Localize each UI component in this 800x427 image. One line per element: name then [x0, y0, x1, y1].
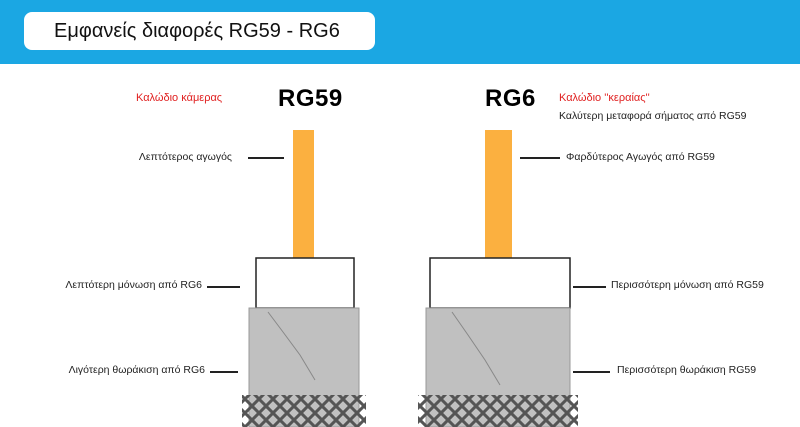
- page-title: Εμφανείς διαφορές RG59 - RG6: [54, 19, 340, 42]
- rg6-type-label: Καλώδιο ''κεραίας'': [559, 92, 650, 104]
- rg6-shield-note: Περισσότερη θωράκιση RG59: [617, 364, 757, 376]
- rg6-shield-leader: [573, 371, 610, 373]
- rg59-insulation: [255, 257, 355, 309]
- rg6-signal-note: Καλύτερη μεταφορά σήματος από RG59: [559, 110, 747, 122]
- rg6-insulation-note: Περισσότερη μόνωση από RG59: [611, 279, 764, 291]
- rg6-crack-line: [451, 311, 501, 386]
- rg59-insulation-leader: [207, 286, 240, 288]
- rg59-shield-note: Λιγότερη θωράκιση από RG6: [68, 364, 205, 376]
- rg59-conductor-note: Λεπτότερος αγωγός: [138, 151, 232, 163]
- rg59-braid: [242, 395, 366, 427]
- rg6-insulation: [429, 257, 571, 309]
- rg59-name: RG59: [278, 85, 343, 112]
- rg6-name: RG6: [485, 85, 536, 112]
- title-box: Εμφανείς διαφορές RG59 - RG6: [24, 12, 375, 50]
- rg59-cable: [242, 130, 366, 427]
- rg59-type-label: Καλώδιο κάμερας: [136, 92, 223, 104]
- rg6-cable: [418, 130, 578, 427]
- rg6-conductor-leader: [520, 157, 560, 159]
- header-bar: Εμφανείς διαφορές RG59 - RG6: [0, 0, 800, 64]
- rg59-insulation-note: Λεπτότερη μόνωση από RG6: [65, 279, 202, 291]
- rg6-insulation-leader: [573, 286, 606, 288]
- rg59-conductor-leader: [248, 157, 284, 159]
- rg6-conductor-note: Φαρδύτερος Αγωγός από RG59: [566, 151, 715, 163]
- rg6-braid: [418, 395, 578, 427]
- rg59-crack-line: [267, 311, 316, 381]
- rg59-conductor: [293, 130, 314, 258]
- rg6-conductor: [485, 130, 512, 258]
- rg59-shield-leader: [210, 371, 238, 373]
